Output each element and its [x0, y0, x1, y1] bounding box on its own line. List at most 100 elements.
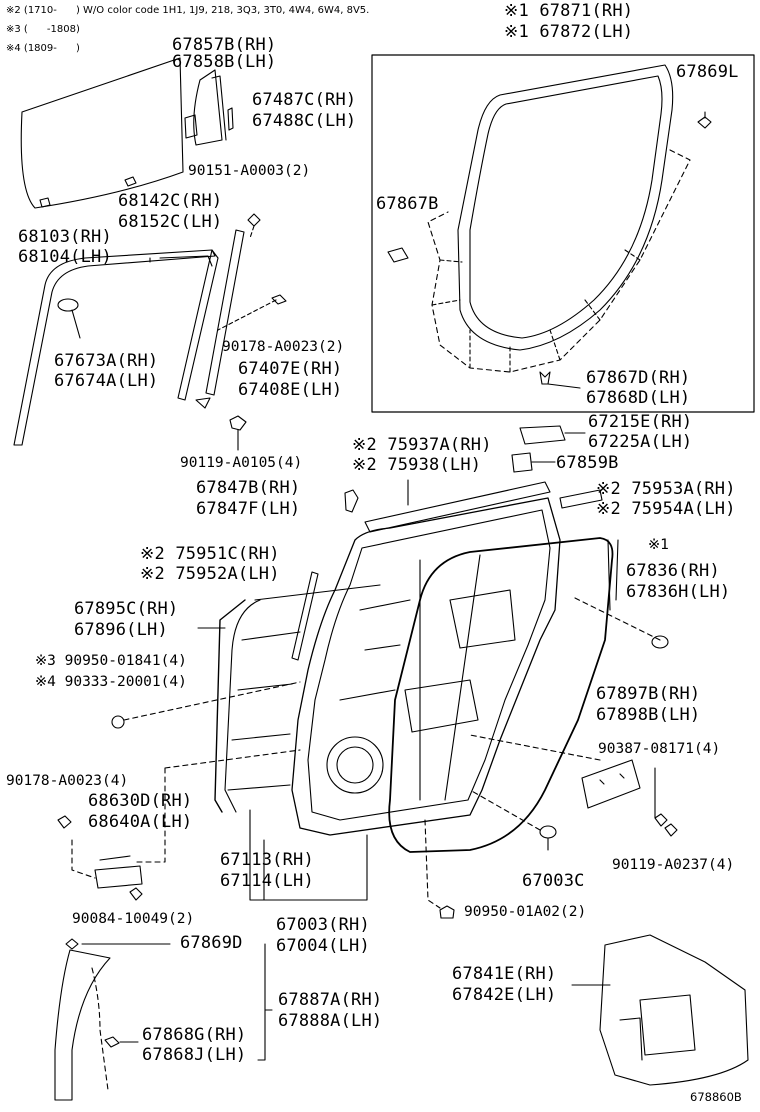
bolt-90178-upper	[271, 294, 287, 305]
quarter-glass-edge	[211, 75, 227, 141]
part-label[interactable]: 90151-A0003(2)	[188, 163, 311, 179]
part-label[interactable]: ※2 75952A(LH)	[140, 564, 280, 584]
part-label[interactable]: ※2 75937A(RH)	[352, 435, 492, 455]
part-label[interactable]: 90119-A0237(4)	[612, 857, 735, 873]
clip-67868G	[104, 1036, 120, 1048]
part-label[interactable]: 67887A(RH)	[278, 990, 383, 1010]
part-label[interactable]: 67847F(LH)	[196, 499, 301, 519]
part-label[interactable]: 67857B(RH)	[172, 35, 277, 55]
part-label[interactable]: 68104(LH)	[18, 247, 112, 267]
part-label[interactable]: 67215E(RH)	[588, 412, 693, 432]
part-label[interactable]: 67896(LH)	[74, 620, 168, 640]
moulding-75953	[559, 489, 603, 509]
part-label[interactable]: 67114(LH)	[220, 871, 314, 891]
service-hole	[449, 589, 516, 649]
part-label[interactable]: ※1	[648, 537, 669, 553]
hinge-top	[99, 855, 131, 861]
moulding-67887	[54, 949, 111, 1101]
part-label[interactable]: 67674A(LH)	[54, 371, 159, 391]
plug-67003C	[539, 825, 557, 839]
stopper-shape	[581, 759, 641, 809]
plug-90950b	[439, 905, 455, 919]
part-label[interactable]: 67004(LH)	[276, 936, 370, 956]
part-label[interactable]: 67488C(LH)	[252, 111, 357, 131]
garnish-75951	[291, 571, 319, 661]
part-label[interactable]: 67408E(LH)	[238, 380, 343, 400]
part-label[interactable]: 90950-01A02(2)	[464, 904, 587, 920]
diagram-id: 678860B	[690, 1090, 742, 1104]
cover-part-shape	[227, 107, 234, 131]
leader-dashed	[217, 299, 277, 331]
screw-90151	[247, 213, 261, 227]
part-label[interactable]: ※2 75938(LH)	[352, 455, 482, 475]
part-label[interactable]: 68640A(LH)	[88, 812, 193, 832]
note-2: ※2 (1710- ) W/O color code 1H1, 1J9, 218…	[6, 5, 370, 16]
moulding-dashed	[91, 967, 109, 1091]
part-label[interactable]: 67673A(RH)	[54, 351, 159, 371]
part-label[interactable]: 67836H(LH)	[626, 582, 731, 602]
quarter-glass-shape	[193, 69, 223, 146]
part-label[interactable]: ※2 75953A(RH)	[596, 479, 736, 499]
leader-dashed	[249, 225, 255, 239]
part-label[interactable]: 67867B	[376, 194, 439, 214]
part-label[interactable]: 67836(RH)	[626, 561, 720, 581]
lower-panel-detail	[619, 994, 696, 1061]
part-label[interactable]: 68142C(RH)	[118, 191, 223, 211]
part-label[interactable]: 67867D(RH)	[586, 368, 691, 388]
lower-panel-shape	[599, 934, 749, 1086]
part-label[interactable]: 67003C	[522, 871, 585, 891]
part-label[interactable]: 67003(RH)	[276, 915, 370, 935]
part-label[interactable]: 67888A(LH)	[278, 1011, 383, 1031]
part-label[interactable]: 67225A(LH)	[588, 432, 693, 452]
window-frame-shape	[13, 249, 216, 446]
part-label[interactable]: 90178-A0023(4)	[6, 773, 129, 789]
part-label[interactable]: ※1 67871(RH)	[504, 1, 634, 21]
window-frame-line	[159, 255, 213, 267]
part-label[interactable]: 68103(RH)	[18, 227, 112, 247]
part-label[interactable]: 67842E(LH)	[452, 985, 557, 1005]
part-label[interactable]: ※4 90333-20001(4)	[35, 674, 187, 690]
part-label[interactable]: ※1 67872(LH)	[504, 22, 634, 42]
part-label[interactable]: 67868J(LH)	[142, 1045, 247, 1065]
part-label[interactable]: 90178-A0023(2)	[222, 339, 345, 355]
division-bar-foot	[195, 397, 211, 409]
part-label[interactable]: 67858B(LH)	[172, 52, 277, 72]
weatherstrip-dashed	[427, 149, 691, 373]
nut-90950	[111, 715, 125, 729]
part-label[interactable]: 67869D	[180, 933, 243, 953]
speaker-hole	[326, 736, 384, 794]
leader-nut	[123, 681, 301, 721]
clip-67867D	[539, 371, 551, 385]
part-label[interactable]: ※2 75954A(LH)	[596, 499, 736, 519]
part-label[interactable]: ※3 90950-01841(4)	[35, 653, 187, 669]
leaders-handle	[531, 432, 586, 463]
part-label[interactable]: ※2 75951C(RH)	[140, 544, 280, 564]
moulding-75937	[364, 481, 551, 533]
part-label[interactable]: 90387-08171(4)	[598, 741, 721, 757]
cap-shape	[511, 452, 533, 473]
part-label[interactable]: 67897B(RH)	[596, 684, 701, 704]
part-label[interactable]: 67407E(RH)	[238, 359, 343, 379]
speaker-hole-inner	[336, 746, 374, 784]
part-label[interactable]: 67868G(RH)	[142, 1025, 247, 1045]
part-label[interactable]: 67847B(RH)	[196, 478, 301, 498]
part-label[interactable]: 68152C(LH)	[118, 212, 223, 232]
part-label[interactable]: 67859B	[556, 453, 619, 473]
part-label[interactable]: 67868D(LH)	[586, 388, 691, 408]
door-skin-lines	[227, 584, 381, 791]
part-label[interactable]: 90119-A0105(4)	[180, 455, 303, 471]
part-label[interactable]: 68630D(RH)	[88, 791, 193, 811]
part-label[interactable]: 67113(RH)	[220, 850, 314, 870]
part-label[interactable]: 67898B(LH)	[596, 705, 701, 725]
part-label[interactable]: 67895C(RH)	[74, 599, 179, 619]
part-label[interactable]: 67841E(RH)	[452, 964, 557, 984]
weatherstrip-inset-box	[371, 54, 755, 413]
leader-67867D	[547, 383, 581, 389]
window-frame-rear	[177, 249, 219, 401]
part-label[interactable]: 90084-10049(2)	[72, 911, 195, 927]
part-label[interactable]: 67487C(RH)	[252, 90, 357, 110]
clip-67869D	[65, 938, 79, 950]
part-label[interactable]: 67869L	[676, 62, 739, 82]
